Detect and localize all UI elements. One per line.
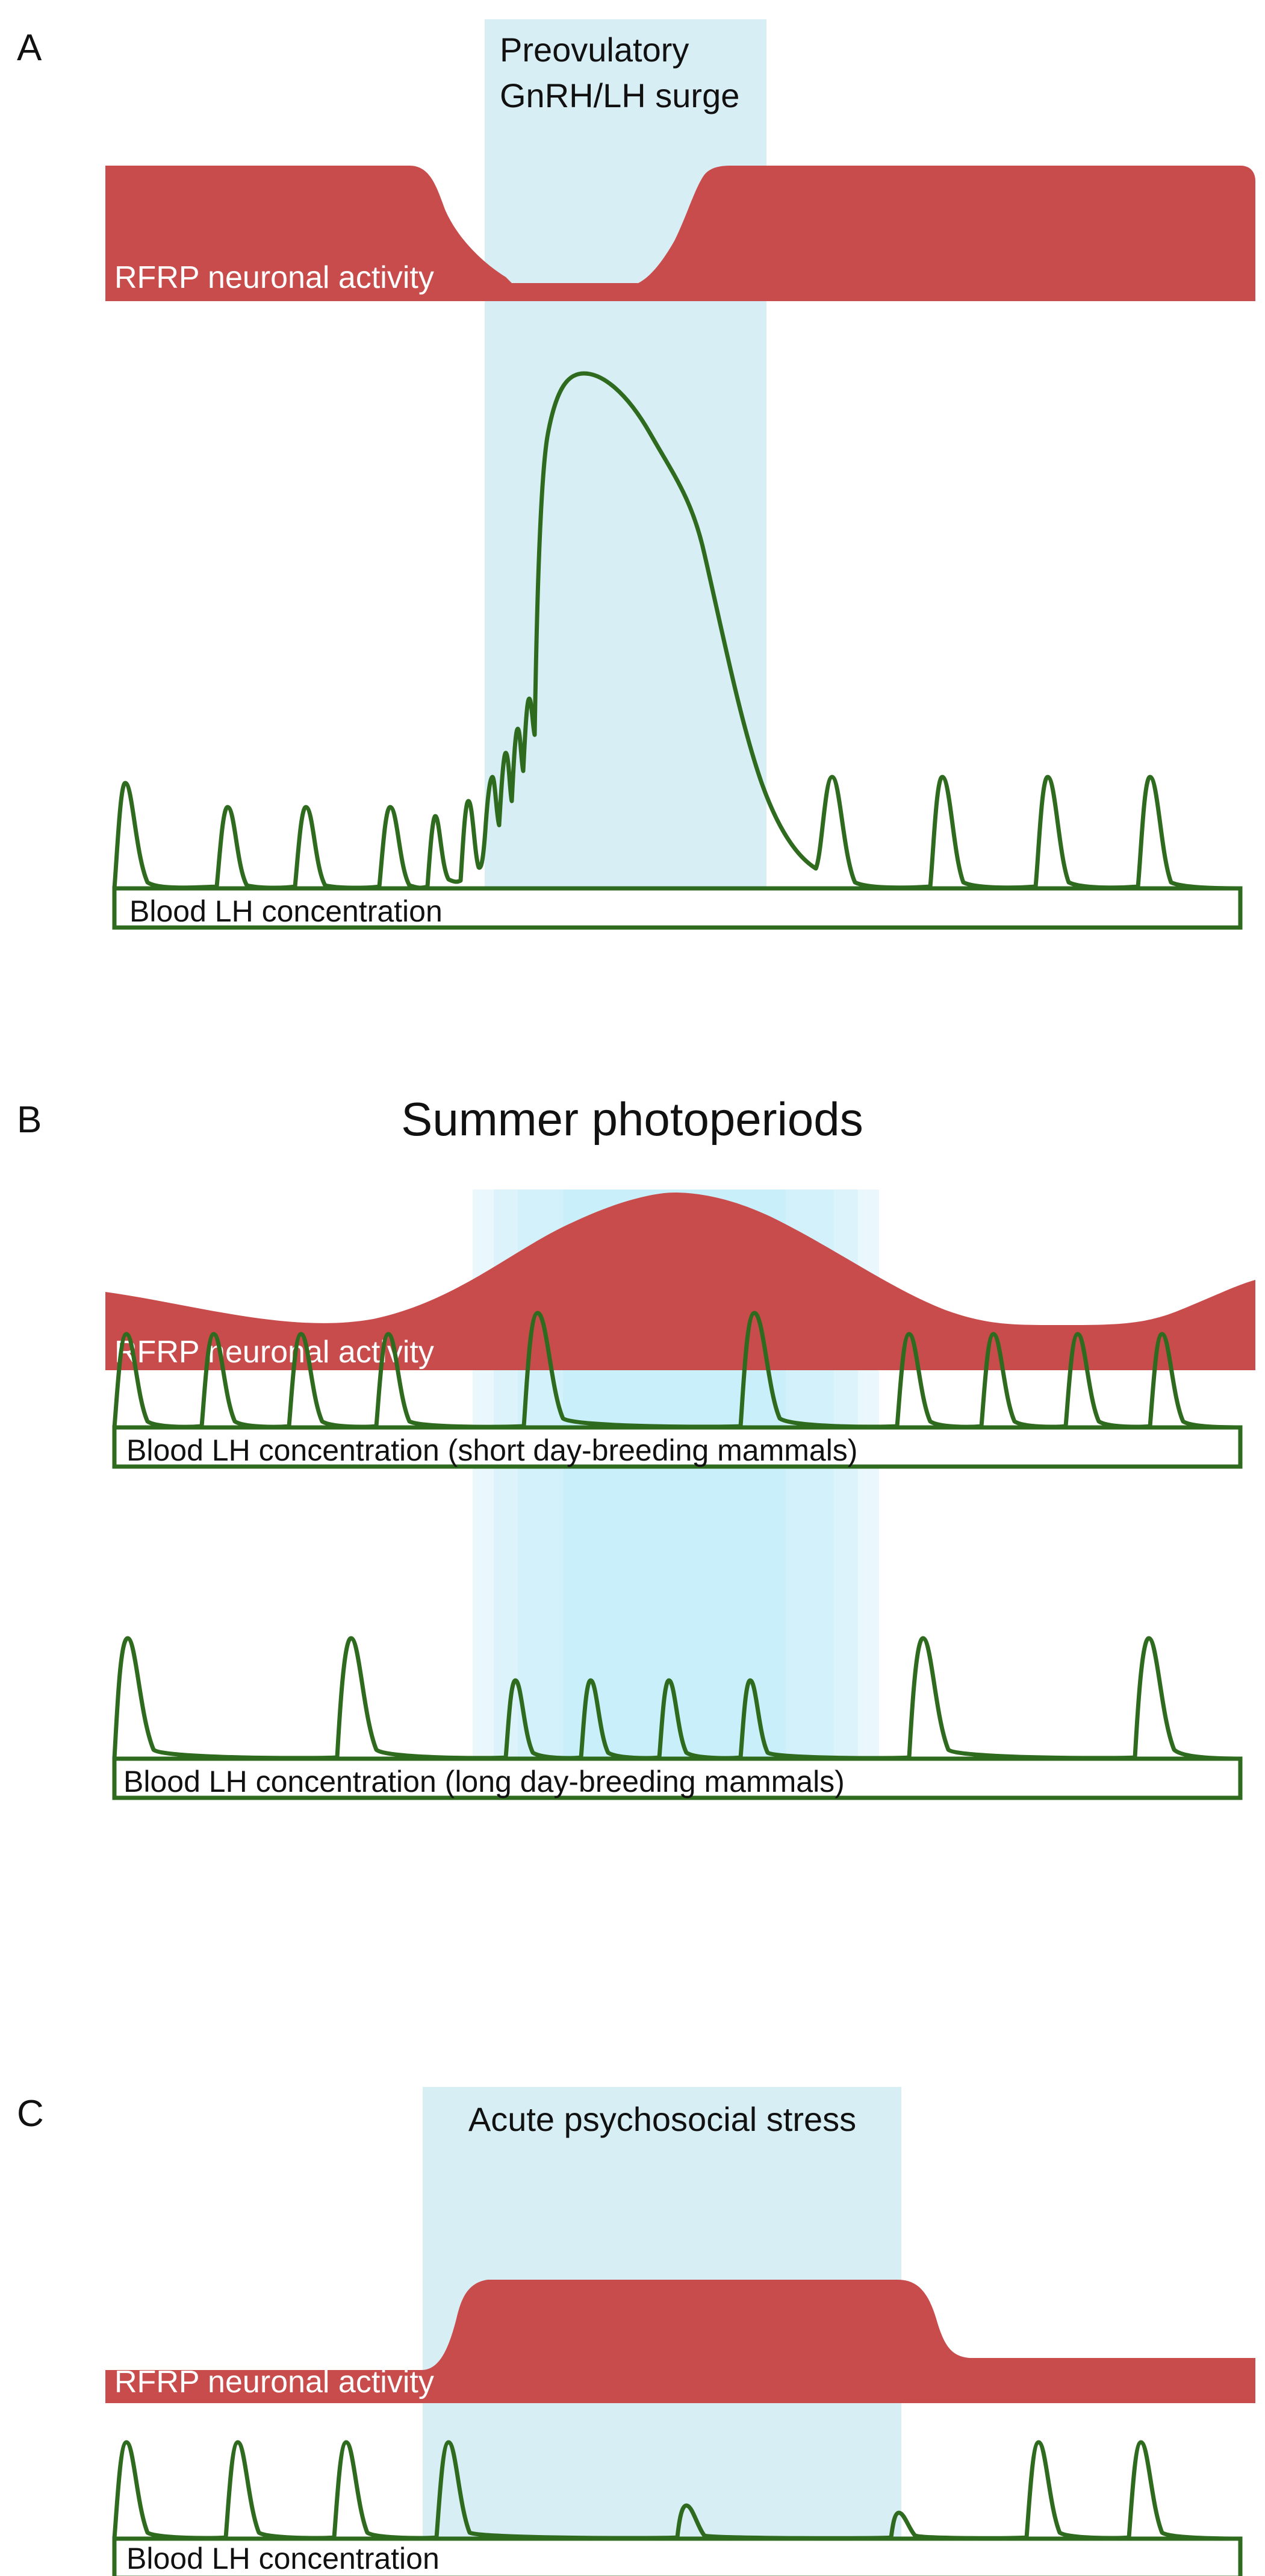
panel-a-rfrp-label: RFRP neuronal activity: [114, 260, 434, 295]
panel-c-rfrp-activity-area: [105, 2280, 1255, 2403]
panel-b-letter: B: [17, 1099, 42, 1141]
panel-a-lh-label: Blood LH concentration: [129, 894, 443, 928]
panel-b-short-day-trace: [112, 1311, 1243, 1430]
panel-a-band-title-line2: GnRH/LH surge: [500, 76, 739, 114]
panel-c-lh-label: Blood LH concentration: [126, 2542, 440, 2575]
panel-b-short-day-baseline-box: [112, 1425, 1243, 1469]
panel-c-letter: C: [17, 2093, 44, 2135]
panel-c-rfrp-label: RFRP neuronal activity: [114, 2365, 434, 2400]
panel-a-surge-band: [485, 19, 766, 894]
panel-c-band-title: Acute psychosocial stress: [468, 2100, 856, 2138]
panel-b-long-day-baseline-box: [112, 1756, 1243, 1800]
panel-c-lh-baseline-box: [112, 2536, 1243, 2576]
panel-a-band-title-line1: Preovulatory: [500, 31, 689, 69]
panel-b-long-day-label: Blood LH concentration (long day-breedin…: [123, 1765, 845, 1798]
panel-c: C Acute psychosocial stress RFRP neurona…: [17, 2087, 1255, 2576]
panel-b: B Summer photoperiods RFRP neuronal acti…: [17, 1093, 1255, 1800]
panel-a: A Preovulatory GnRH/LH surge RFRP neuron…: [17, 19, 1255, 930]
panel-a-lh-baseline-box: [112, 886, 1243, 930]
panel-b-long-day-trace: [112, 1636, 1243, 1761]
panel-a-letter: A: [17, 27, 42, 69]
panel-b-rfrp-activity-area: [105, 1193, 1255, 1370]
panel-b-short-day-label: Blood LH concentration (short day-breedi…: [126, 1433, 857, 1467]
panel-c-lh-trace: [112, 2440, 1243, 2541]
panel-a-lh-trace: [112, 371, 1243, 891]
panel-b-band-title: Summer photoperiods: [401, 1093, 863, 1146]
panel-a-rfrp-activity-area: [105, 166, 1255, 301]
